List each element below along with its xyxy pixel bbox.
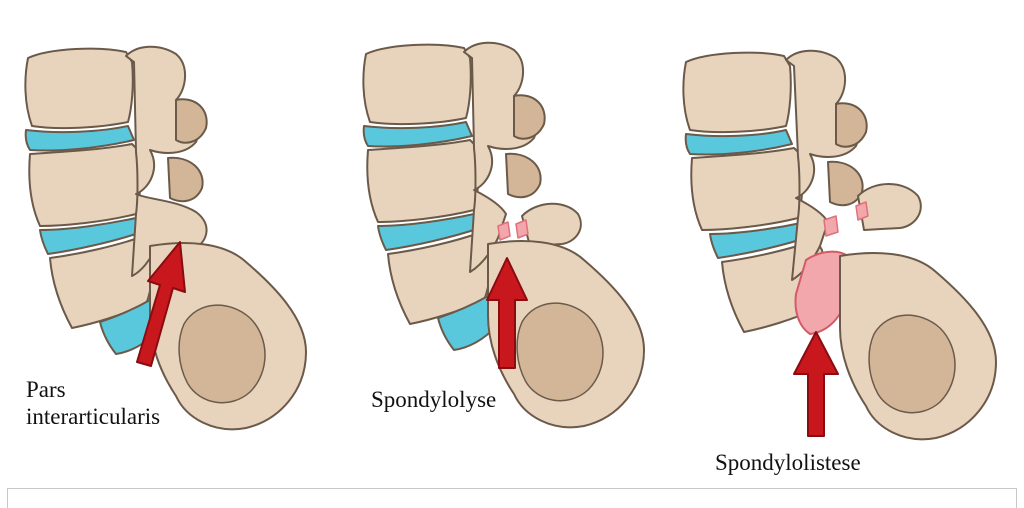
spinous-process [167,156,204,203]
panel-normal-spine [24,45,307,431]
spinous-process [505,152,542,199]
intervertebral-disc [24,125,135,152]
pars-gap [794,250,849,335]
label-spondylolyse: Spondylolyse [371,387,497,412]
vertebral-body [28,143,142,227]
spinous-process [175,98,208,144]
intervertebral-disc [377,213,481,251]
sacrum-inner [868,314,956,414]
vertebral-body [682,51,792,134]
spinous-process [513,94,546,140]
sacrum-inner [178,304,266,404]
pars-defect [823,215,839,237]
pars-defect [855,201,869,221]
pars-defect [515,219,529,239]
label-pars-interarticularis: Pars interarticularis [26,377,161,429]
vertebral-body [24,47,134,130]
lamina-separated [857,183,922,231]
intervertebral-disc [684,129,793,156]
panel-spondylolisthesis-spine [682,49,997,441]
sacrum-inner [516,302,604,402]
vertebral-body [690,147,804,231]
spinous-process [827,160,864,207]
panel-spondylolysis-spine [362,41,645,429]
lamina-separated [521,202,582,247]
vertebral-body [362,43,472,126]
spinous-process [835,102,868,148]
arrow-spondylolisthesis [793,331,839,437]
intervertebral-disc [709,221,813,259]
label-spondylolistese: Spondylolistese [715,450,861,475]
posterior-elements [125,45,208,277]
intervertebral-disc [437,295,497,351]
pars-defect [497,221,511,241]
arrow-spondylolysis [486,257,528,369]
arrow-pars-interarticularis [136,241,186,367]
vertebral-body [366,139,480,223]
intervertebral-disc [362,121,473,148]
caption-frame-border [7,488,1017,508]
intervertebral-disc [39,217,143,255]
